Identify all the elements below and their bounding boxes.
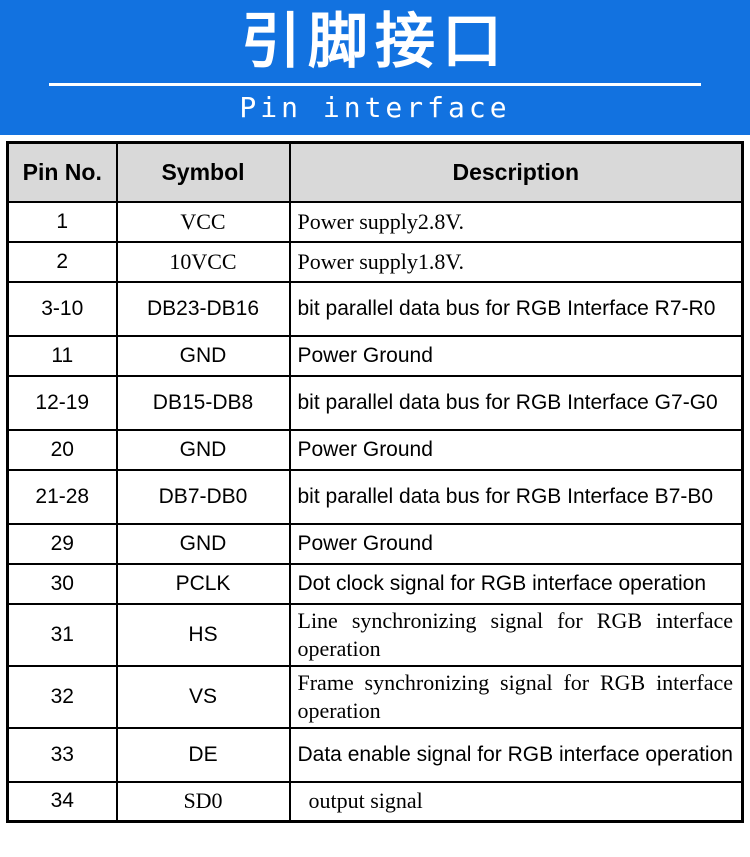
pin-cell: 33 <box>6 726 118 783</box>
symbol-cell: DB7-DB0 <box>115 468 291 525</box>
pin-cell: 32 <box>6 664 118 729</box>
banner: 引脚接口 Pin interface <box>0 0 750 135</box>
symbol-cell: DB15-DB8 <box>115 374 291 431</box>
table-row: 30 PCLK Dot clock signal for RGB interfa… <box>6 562 744 605</box>
pin-cell: 11 <box>6 334 118 377</box>
description-cell: Power Ground <box>288 334 744 377</box>
table-row: 21-28 DB7-DB0 bit parallel data bus for … <box>6 468 744 525</box>
symbol-cell: SD0 <box>115 780 291 823</box>
table-row: 3-10 DB23-DB16 bit parallel data bus for… <box>6 280 744 337</box>
table-row: 20 GND Power Ground <box>6 428 744 471</box>
pin-cell: 31 <box>6 602 118 667</box>
description-cell: Dot clock signal for RGB interface opera… <box>288 562 744 605</box>
description-cell: output signal <box>288 780 744 823</box>
table-body: 1 VCC Power supply2.8V. 2 10VCC Power su… <box>6 200 744 823</box>
pin-cell: 2 <box>6 240 118 283</box>
pin-interface-table: Pin No. Symbol Description 1 VCC Power s… <box>6 141 744 823</box>
description-cell: bit parallel data bus for RGB Interface … <box>288 468 744 525</box>
symbol-cell: GND <box>115 428 291 471</box>
symbol-cell: 10VCC <box>115 240 291 283</box>
table-row: 29 GND Power Ground <box>6 522 744 565</box>
symbol-cell: DB23-DB16 <box>115 280 291 337</box>
symbol-cell: VS <box>115 664 291 729</box>
symbol-cell: HS <box>115 602 291 667</box>
description-cell: Data enable signal for RGB interface ope… <box>288 726 744 783</box>
symbol-cell: GND <box>115 522 291 565</box>
description-cell: bit parallel data bus for RGB Interface … <box>288 280 744 337</box>
pin-cell: 3-10 <box>6 280 118 337</box>
table-row: 34 SD0 output signal <box>6 780 744 823</box>
description-cell: Line synchronizing signal for RGB interf… <box>288 602 744 667</box>
symbol-cell: PCLK <box>115 562 291 605</box>
description-cell: Power supply2.8V. <box>288 200 744 243</box>
pin-cell: 21-28 <box>6 468 118 525</box>
description-cell: Power Ground <box>288 428 744 471</box>
symbol-cell: GND <box>115 334 291 377</box>
table-row: 12-19 DB15-DB8 bit parallel data bus for… <box>6 374 744 431</box>
description-cell: Power Ground <box>288 522 744 565</box>
pin-cell: 34 <box>6 780 118 823</box>
description-cell: bit parallel data bus for RGB Interface … <box>288 374 744 431</box>
symbol-cell: DE <box>115 726 291 783</box>
table-header: Pin No. Symbol Description <box>6 141 744 203</box>
column-header-description: Description <box>288 141 744 203</box>
pin-cell: 30 <box>6 562 118 605</box>
page-title-chinese: 引脚接口 <box>241 8 509 75</box>
description-cell: Power supply1.8V. <box>288 240 744 283</box>
pin-cell: 1 <box>6 200 118 243</box>
title-divider-line <box>49 83 701 86</box>
pin-cell: 29 <box>6 522 118 565</box>
table-row: 33 DE Data enable signal for RGB interfa… <box>6 726 744 783</box>
table-row: 1 VCC Power supply2.8V. <box>6 200 744 243</box>
table-row: 11 GND Power Ground <box>6 334 744 377</box>
table-row: 2 10VCC Power supply1.8V. <box>6 240 744 283</box>
column-header-symbol: Symbol <box>115 141 291 203</box>
pin-cell: 20 <box>6 428 118 471</box>
table-row: 32 VS Frame synchronizing signal for RGB… <box>6 664 744 729</box>
column-header-pin-no: Pin No. <box>6 141 118 203</box>
pin-cell: 12-19 <box>6 374 118 431</box>
page-title-english: Pin interface <box>239 91 511 124</box>
table-header-row: Pin No. Symbol Description <box>6 141 744 203</box>
symbol-cell: VCC <box>115 200 291 243</box>
table-row: 31 HS Line synchronizing signal for RGB … <box>6 602 744 667</box>
description-cell: Frame synchronizing signal for RGB inter… <box>288 664 744 729</box>
